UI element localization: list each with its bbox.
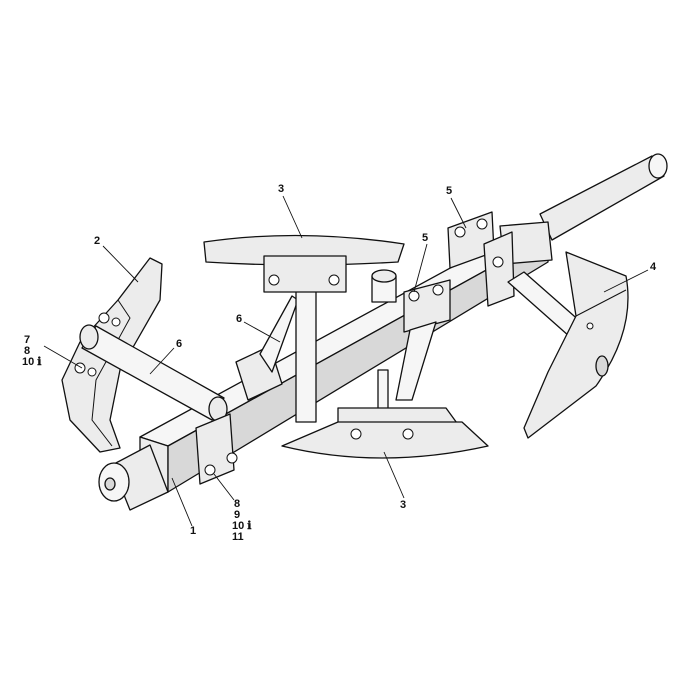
- vertical-post: [295, 269, 317, 423]
- callout-1: 1: [190, 525, 196, 537]
- middle-clamp-bracket: [377, 279, 451, 417]
- rear-clamp-bracket: [447, 211, 515, 307]
- callout-stack-bottom-3: 11: [232, 531, 244, 543]
- callout-6-centre: 6: [236, 313, 242, 325]
- front-end-cap: [98, 444, 169, 511]
- callout-2: 2: [94, 235, 100, 247]
- callout-stack-left-1: 8: [24, 345, 30, 357]
- callout-stack-bottom-0: 8: [234, 498, 240, 510]
- callout-labels: 2 3 5 5 4 6 6 1 3 7 8 10 ℹ 8 9 10 ℹ 11: [22, 183, 657, 543]
- lower-wing: [281, 407, 489, 459]
- rear-post-stub: [371, 269, 397, 303]
- callout-3-lower: 3: [400, 499, 406, 511]
- right-share: [523, 251, 629, 439]
- centre-support-bracket: [235, 295, 299, 401]
- callout-5-front: 5: [422, 232, 428, 244]
- front-clamp-bracket: [195, 413, 238, 485]
- callout-leaders: [43, 195, 649, 527]
- callout-stack-left-2: 10 ℹ: [22, 356, 42, 368]
- upper-wing: [203, 234, 405, 293]
- callout-4: 4: [650, 261, 657, 273]
- callout-5-rear: 5: [446, 185, 452, 197]
- callout-stack-bottom-2: 10 ℹ: [232, 520, 252, 532]
- callout-stack-left-0: 7: [24, 334, 30, 346]
- callout-3-upper: 3: [278, 183, 284, 195]
- callout-stack-bottom-1: 9: [234, 509, 240, 521]
- callout-6-left: 6: [176, 338, 182, 350]
- main-shaft-tube: [539, 153, 668, 241]
- left-cross-rod: [79, 324, 228, 422]
- left-bolts: [74, 312, 121, 377]
